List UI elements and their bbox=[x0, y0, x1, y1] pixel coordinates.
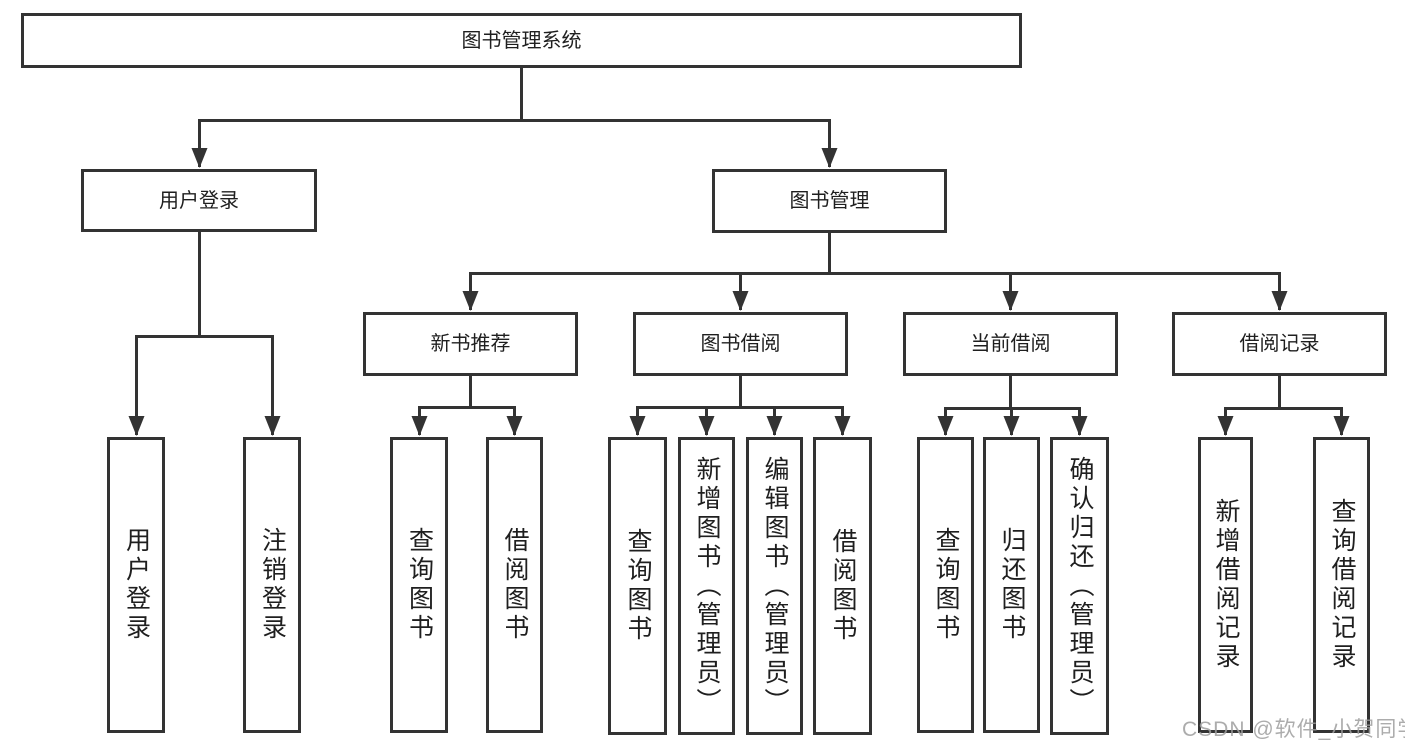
leaf-user-login: 用户登录 bbox=[107, 437, 165, 733]
node-current-borrow: 当前借阅 bbox=[903, 312, 1118, 376]
leaf-query-book-recommend: 查询图书 bbox=[390, 437, 448, 733]
node-user-login: 用户登录 bbox=[81, 169, 317, 232]
node-borrow-record: 借阅记录 bbox=[1172, 312, 1387, 376]
leaf-edit-book-admin: 编辑图书（管理员） bbox=[746, 437, 803, 735]
node-new-book-recommend: 新书推荐 bbox=[363, 312, 578, 376]
leaf-borrow-book-recommend: 借阅图书 bbox=[486, 437, 543, 733]
node-book-management: 图书管理 bbox=[712, 169, 947, 233]
leaf-query-book-current: 查询图书 bbox=[917, 437, 974, 733]
leaf-confirm-return-admin: 确认归还（管理员） bbox=[1050, 437, 1109, 735]
leaf-add-book-admin: 新增图书（管理员） bbox=[678, 437, 735, 735]
node-root-system: 图书管理系统 bbox=[21, 13, 1022, 68]
node-book-borrow: 图书借阅 bbox=[633, 312, 848, 376]
leaf-add-borrow-record: 新增借阅记录 bbox=[1198, 437, 1253, 733]
leaf-query-book-borrow: 查询图书 bbox=[608, 437, 667, 735]
leaf-borrow-book: 借阅图书 bbox=[813, 437, 872, 735]
leaf-return-book: 归还图书 bbox=[983, 437, 1040, 733]
leaf-logout: 注销登录 bbox=[243, 437, 301, 733]
leaf-query-borrow-record: 查询借阅记录 bbox=[1313, 437, 1370, 733]
watermark: CSDN @软件_小贺同学 bbox=[1182, 718, 1405, 741]
